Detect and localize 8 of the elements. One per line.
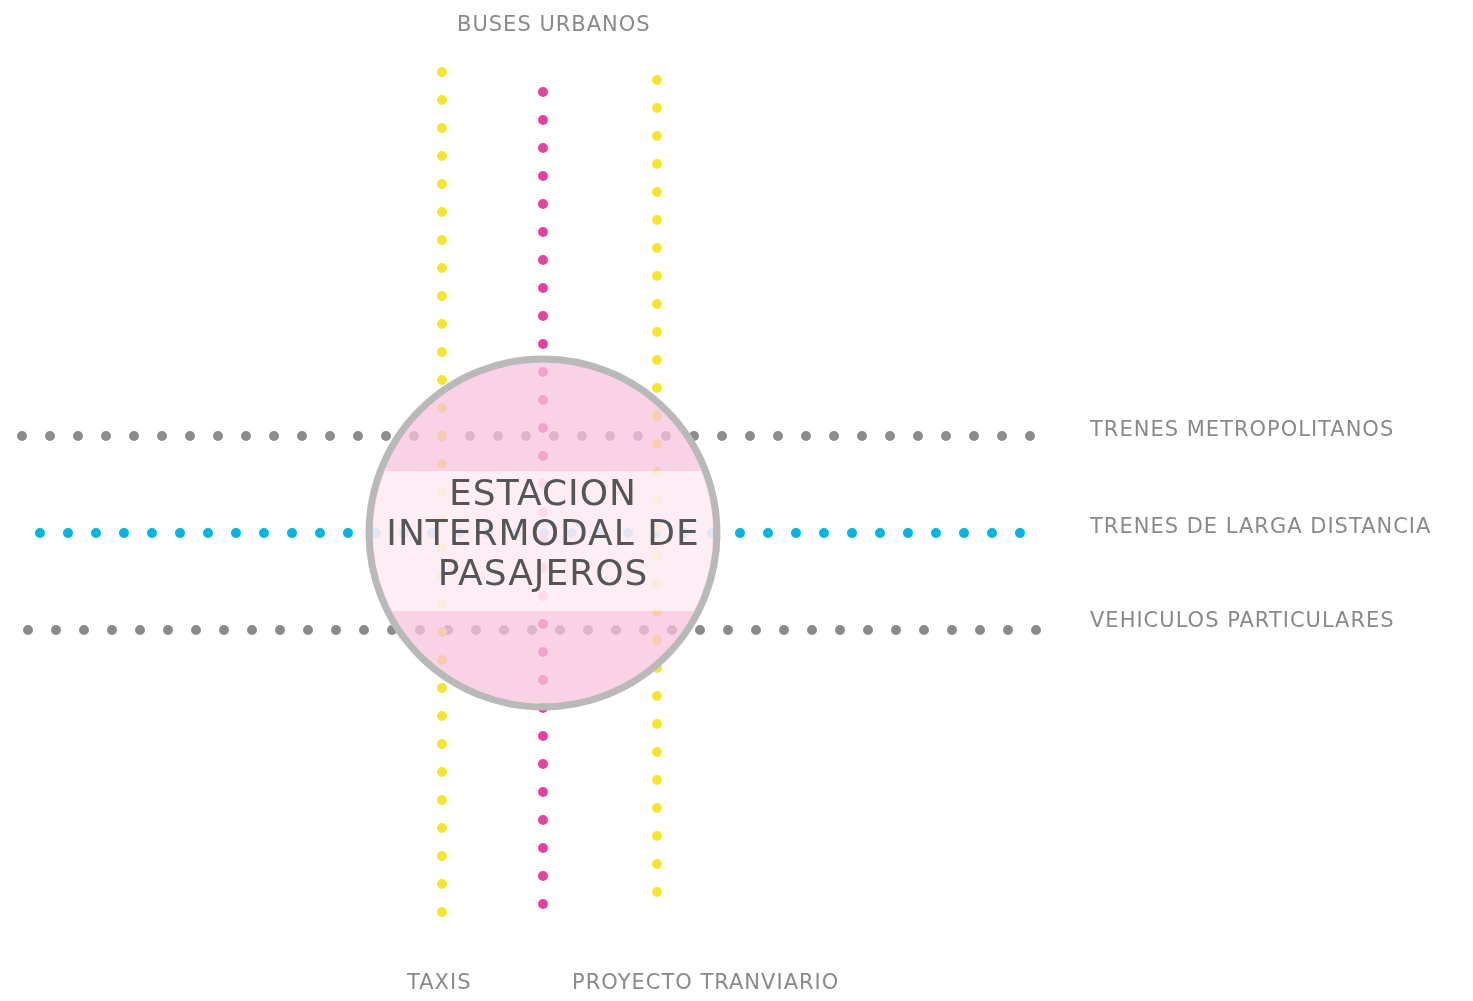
station-name: ESTACION INTERMODAL DE PASAJEROS [385,473,701,593]
route-label: VEHICULOS PARTICULARES [1090,608,1395,632]
route-label: TAXIS [407,970,472,994]
route-label: PROYECTO TRANVIARIO [572,970,840,994]
route-label: BUSES URBANOS [457,12,651,36]
route-label: TRENES METROPOLITANOS [1090,417,1395,441]
station-circle [365,355,721,711]
route-label: TRENES DE LARGA DISTANCIA [1090,514,1432,538]
